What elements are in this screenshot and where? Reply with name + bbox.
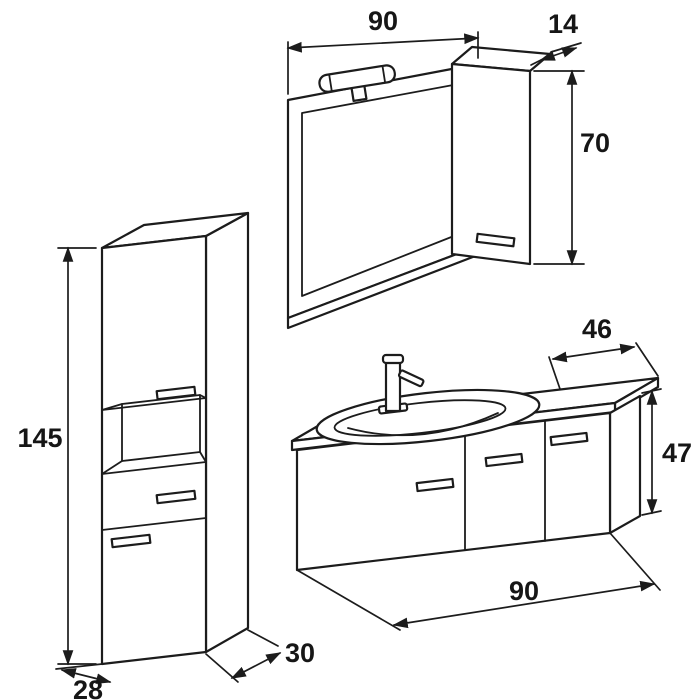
vanity-left-door-handle xyxy=(415,477,455,493)
dimension-label: 145 xyxy=(17,423,62,453)
niche-depth-line xyxy=(101,403,123,411)
dim-vanity-height: 47 xyxy=(641,388,692,516)
dim-column-depth: 30 xyxy=(205,629,315,683)
extension-line xyxy=(635,342,659,377)
door-divider xyxy=(101,461,207,475)
upper-door-handle xyxy=(155,385,197,401)
dimension-line xyxy=(60,668,112,684)
dimension-line xyxy=(551,343,636,363)
light-bar xyxy=(318,64,396,93)
dimension-line xyxy=(286,33,480,53)
tall-cabinet-side-face xyxy=(204,211,250,654)
door-divider xyxy=(101,517,207,531)
basin-bowl xyxy=(333,399,507,437)
niche-depth-line xyxy=(199,394,207,399)
mirror-side-cabinet xyxy=(450,45,552,266)
vanity-side-face xyxy=(608,394,642,535)
faucet-lever xyxy=(397,369,425,388)
dimension-label: 70 xyxy=(580,128,610,158)
vanity-right-door-handle xyxy=(549,431,589,447)
niche-depth-line xyxy=(199,451,207,463)
extension-line xyxy=(548,356,561,390)
extension-line xyxy=(609,532,661,591)
dimension-line xyxy=(230,652,282,679)
drawer-handle xyxy=(155,489,197,505)
mirror-unit xyxy=(286,45,552,330)
dim-mirror-width: 90 xyxy=(286,6,480,95)
basin xyxy=(315,388,541,446)
light-endcap-left xyxy=(328,74,333,92)
vanity-middle-door-handle xyxy=(484,452,524,468)
dim-vanity-depth: 46 xyxy=(548,314,659,390)
dim-vanity-width: 90 xyxy=(296,532,661,631)
dimension-line xyxy=(392,580,656,629)
basin-rim xyxy=(315,388,541,446)
faucet-spout-cap xyxy=(381,353,405,365)
extension-line xyxy=(247,629,279,647)
mirror-frame xyxy=(286,62,480,320)
dimension-label: 46 xyxy=(582,314,612,344)
dimension-line xyxy=(539,47,578,61)
dimension-label: 90 xyxy=(509,576,539,606)
side-cabinet-front xyxy=(450,62,532,266)
dimension-label: 14 xyxy=(548,9,578,39)
light-endcap-right xyxy=(381,66,386,83)
basin-bowl-curve xyxy=(347,412,499,437)
door-divider xyxy=(101,397,207,411)
faucet xyxy=(377,353,425,415)
tall-cabinet-front-face xyxy=(100,234,208,666)
dim-column-width: 28 xyxy=(55,663,112,700)
faucet-body xyxy=(384,360,402,413)
light-fixture xyxy=(318,64,396,102)
dimension-label: 30 xyxy=(285,638,315,668)
dimension-label: 47 xyxy=(662,438,692,468)
dimension-label: 90 xyxy=(368,6,398,36)
dimension-label: 28 xyxy=(73,675,103,700)
lower-door-handle xyxy=(110,533,152,549)
dim-mirror-cabinet-depth: 14 xyxy=(530,9,582,66)
dim-column-height: 145 xyxy=(17,246,97,666)
extension-line xyxy=(296,569,401,631)
vanity-unit xyxy=(290,353,660,572)
side-cabinet-handle xyxy=(475,232,516,248)
niche-depth-line xyxy=(101,460,123,475)
dim-mirror-height: 70 xyxy=(533,69,610,266)
tall-cabinet xyxy=(100,211,250,666)
